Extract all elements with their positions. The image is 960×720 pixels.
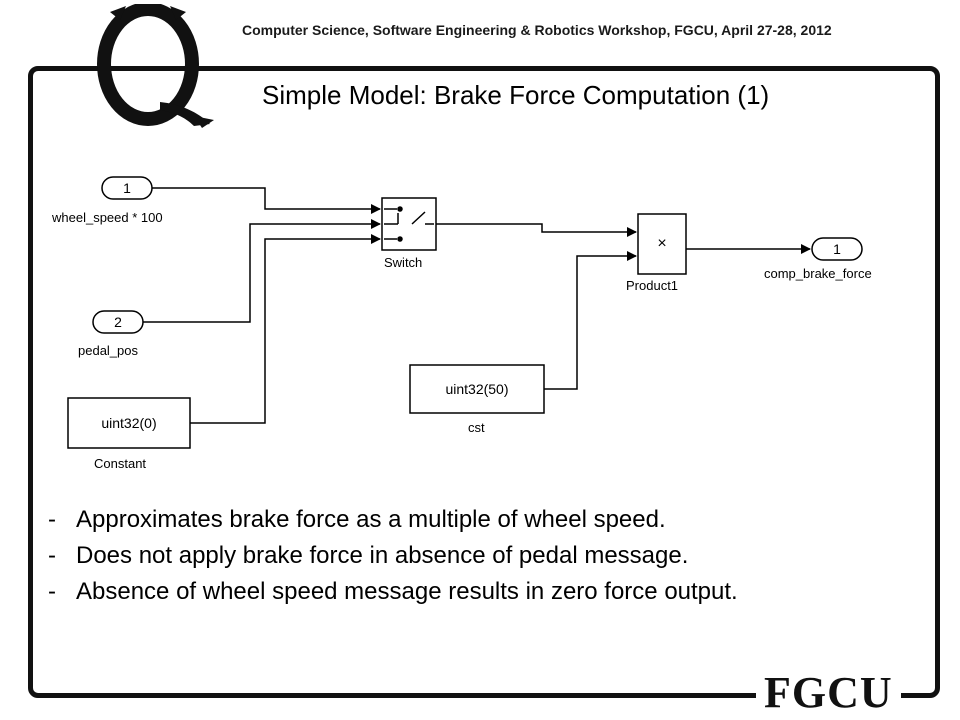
wire-pedal-pos [143,219,381,323]
cst-block[interactable] [409,364,545,414]
cst-label: cst [468,420,485,435]
slide-frame [28,66,940,698]
outport-1-label: comp_brake_force [764,266,872,281]
q-eagle-logo [97,4,214,128]
bullet-item: -Approximates brake force as a multiple … [48,506,666,533]
workshop-header: Computer Science, Software Engineering &… [242,22,832,38]
switch-icon [384,206,434,242]
outport-1-block[interactable] [811,237,863,261]
inport-1-number: 1 [123,180,131,196]
slide-title: Simple Model: Brake Force Computation (1… [262,80,770,110]
inport-1-label: wheel_speed * 100 [51,210,163,225]
bullet-item: -Absence of wheel speed message results … [48,578,738,605]
bullet-text: Approximates brake force as a multiple o… [76,506,666,533]
bullet-list: -Approximates brake force as a multiple … [44,502,884,610]
outport-1-number: 1 [833,241,841,257]
product-label: Product1 [626,278,678,293]
wire-cst [544,251,637,390]
inport-2-number: 2 [114,314,122,330]
switch-label: Switch [384,255,422,270]
wire-switch-out [436,223,637,237]
product-block[interactable] [637,213,687,275]
constant-value: uint32(0) [101,415,156,431]
bullet-item: -Does not apply brake force in absence o… [48,542,689,569]
wire-constant [190,234,381,424]
inport-2-label: pedal_pos [78,343,138,358]
product-symbol: × [657,235,666,252]
constant-label: Constant [94,456,146,471]
bullet-text: Absence of wheel speed message results i… [76,578,738,605]
fgcu-logo: FGCU [756,668,901,718]
bullet-text: Does not apply brake force in absence of… [76,542,689,569]
cst-value: uint32(50) [445,381,508,397]
wire-wheel-speed [152,187,381,214]
signal-lines [143,187,811,424]
